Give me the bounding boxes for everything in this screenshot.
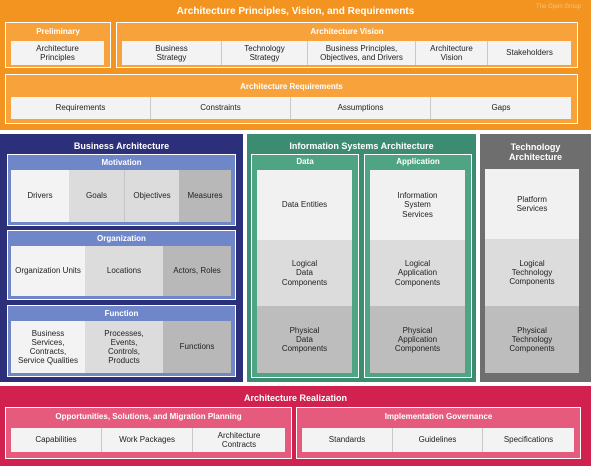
technology-architecture-panel: Technology Architecture Platform Service…	[480, 134, 591, 382]
assumptions-cell: Assumptions	[291, 97, 431, 119]
information-system-services-cell: Information System Services	[370, 170, 465, 240]
implementation-governance-panel: Implementation Governance Standards Guid…	[296, 407, 581, 459]
opportunities-row: Capabilities Work Packages Architecture …	[11, 428, 285, 452]
architecture-vision-cell: Architecture Vision	[416, 41, 488, 65]
physical-application-components-cell: Physical Application Components	[370, 306, 465, 373]
business-architecture-title: Business Architecture	[73, 141, 170, 151]
motivation-panel: Motivation Drivers Goals Objectives Meas…	[7, 154, 236, 226]
principles-title: Architecture Principles, Vision, and Req…	[176, 5, 415, 17]
technology-architecture-title: Technology Architecture	[508, 141, 562, 162]
business-principles-cell: Business Principles, Objectives, and Dri…	[308, 41, 416, 65]
preliminary-panel: Preliminary Architecture Principles	[5, 22, 111, 68]
objectives-cell: Objectives	[124, 170, 179, 222]
information-systems-architecture-panel: Information Systems Architecture Data Da…	[247, 134, 476, 382]
specifications-cell: Specifications	[483, 428, 574, 452]
data-panel: Data Data Entities Logical Data Componen…	[251, 154, 359, 378]
requirements-cell: Requirements	[11, 97, 151, 119]
implementation-governance-row: Standards Guidelines Specifications	[302, 428, 574, 452]
technology-stack: Platform Services Logical Technology Com…	[485, 169, 579, 373]
goals-cell: Goals	[69, 170, 124, 222]
organization-title: Organization	[97, 233, 146, 243]
capabilities-cell: Capabilities	[11, 428, 102, 452]
locations-cell: Locations	[85, 246, 163, 296]
opportunities-title: Opportunities, Solutions, and Migration …	[55, 412, 242, 421]
architecture-principles-cell: Architecture Principles	[11, 41, 104, 65]
principles-vision-requirements-band: Architecture Principles, Vision, and Req…	[0, 0, 591, 130]
processes-cell: Processes, Events, Controls, Products	[85, 321, 163, 373]
standards-cell: Standards	[302, 428, 393, 452]
architecture-requirements-title: Architecture Requirements	[240, 81, 343, 91]
architecture-requirements-panel: Architecture Requirements Requirements C…	[5, 74, 578, 124]
business-strategy-cell: Business Strategy	[122, 41, 222, 65]
function-title: Function	[104, 308, 139, 318]
platform-services-cell: Platform Services	[485, 169, 579, 239]
function-panel: Function Business Services, Contracts, S…	[7, 305, 236, 377]
implementation-governance-title: Implementation Governance	[384, 412, 493, 421]
architecture-vision-title: Architecture Vision	[310, 27, 384, 36]
motivation-row: Drivers Goals Objectives Measures	[11, 170, 231, 222]
data-entities-cell: Data Entities	[257, 170, 352, 240]
measures-cell: Measures	[179, 170, 231, 222]
business-services-cell: Business Services, Contracts, Service Qu…	[11, 321, 85, 373]
information-systems-title: Information Systems Architecture	[289, 140, 434, 151]
architecture-vision-row: Business Strategy Technology Strategy Bu…	[122, 41, 571, 65]
business-architecture-panel: Business Architecture Motivation Drivers…	[0, 134, 243, 382]
physical-data-components-cell: Physical Data Components	[257, 306, 352, 373]
application-panel: Application Information System Services …	[364, 154, 472, 378]
architecture-vision-panel: Architecture Vision Business Strategy Te…	[116, 22, 578, 68]
opportunities-panel: Opportunities, Solutions, and Migration …	[5, 407, 292, 459]
drivers-cell: Drivers	[11, 170, 69, 222]
data-title: Data	[296, 157, 314, 166]
watermark: The Open Group	[535, 4, 581, 10]
technology-strategy-cell: Technology Strategy	[222, 41, 308, 65]
preliminary-title: Preliminary	[36, 27, 80, 36]
application-stack: Information System Services Logical Appl…	[370, 170, 465, 373]
functions-cell: Functions	[163, 321, 231, 373]
logical-technology-components-cell: Logical Technology Components	[485, 239, 579, 306]
architecture-contracts-cell: Architecture Contracts	[193, 428, 285, 452]
actors-roles-cell: Actors, Roles	[163, 246, 231, 296]
constraints-cell: Constraints	[151, 97, 291, 119]
logical-application-components-cell: Logical Application Components	[370, 240, 465, 306]
architecture-realization-title: Architecture Realization	[243, 392, 348, 403]
organization-units-cell: Organization Units	[11, 246, 85, 296]
physical-technology-components-cell: Physical Technology Components	[485, 306, 579, 373]
organization-panel: Organization Organization Units Location…	[7, 230, 236, 300]
motivation-title: Motivation	[101, 157, 142, 167]
guidelines-cell: Guidelines	[393, 428, 483, 452]
architecture-requirements-row: Requirements Constraints Assumptions Gap…	[11, 97, 571, 119]
work-packages-cell: Work Packages	[102, 428, 193, 452]
logical-data-components-cell: Logical Data Components	[257, 240, 352, 306]
stakeholders-cell: Stakeholders	[488, 41, 571, 65]
application-title: Application	[396, 157, 440, 166]
gaps-cell: Gaps	[431, 97, 571, 119]
data-stack: Data Entities Logical Data Components Ph…	[257, 170, 352, 373]
architecture-realization-band: Architecture Realization Opportunities, …	[0, 386, 591, 466]
organization-row: Organization Units Locations Actors, Rol…	[11, 246, 231, 296]
function-row: Business Services, Contracts, Service Qu…	[11, 321, 231, 373]
